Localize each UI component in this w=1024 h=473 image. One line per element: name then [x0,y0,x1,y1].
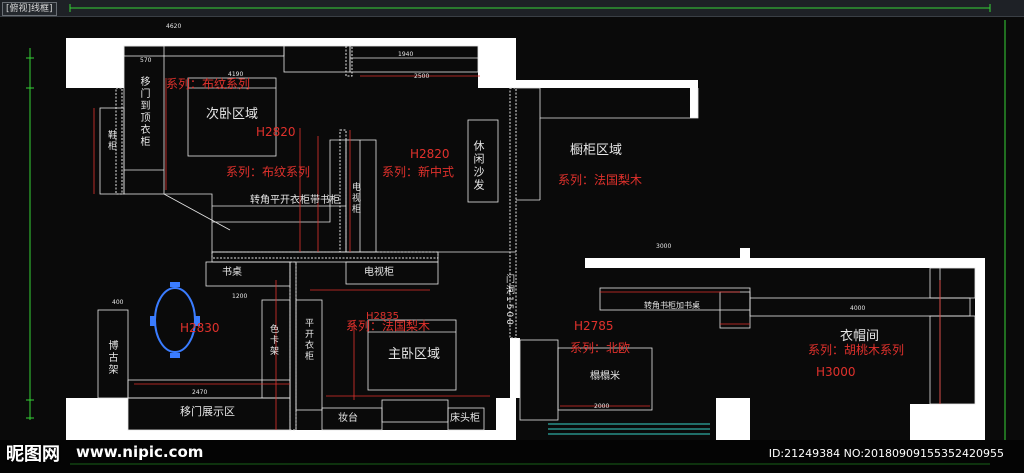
dim-2000: 2000 [594,403,610,410]
dim-2470: 2470 [192,389,208,396]
series-label-2: 系列：布纹系列 [226,165,311,179]
height-label-6: H2835 [366,311,399,322]
watermark-id: ID:21249384 NO:20180909155352420955 [768,447,1004,460]
window-strip [548,423,710,435]
dim-1940: 1940 [398,51,414,58]
series-label-7: 系列：胡桃木系列 [808,343,905,357]
dim-4000: 4000 [850,305,866,312]
series-label-6: 系列：北欧 [570,341,631,355]
height-label-3: H2830 [180,321,220,335]
watermark-brand: 昵图网 [6,444,60,465]
round-table-chairs [150,282,200,358]
flat-wardrobe-label: 平开衣柜 [303,318,313,362]
corner-wardrobe-label: 转角平开衣柜带书柜 [250,195,340,206]
interior-lines [97,45,976,431]
viewport-tab[interactable]: [俯视]线框] [2,2,57,16]
shoe-cabinet-label: 鞋柜 [106,130,116,152]
corner-bookcase-label: 转角书柜加书桌 [644,301,700,310]
curio-shelf-label: 博古架 [106,340,117,376]
lounge-sofa-label: 休闲沙发 [472,140,485,192]
second-bedroom-label: 次卧区域 [206,107,259,122]
dresser-label: 妆台 [338,413,358,424]
series-label-5: 系列：法国梨木 [346,319,431,333]
dim-top-total: 4620 [166,23,182,30]
master-bedroom-label: 主卧区域 [388,347,441,362]
card-holder-label: 色卡架 [268,324,278,357]
dim-4190: 4190 [228,71,244,78]
series-label-1: 系列：布纹系列 [166,77,251,91]
sliding-wardrobe-label: 移门到顶衣柜 [138,76,149,148]
height-label-5: H3000 [816,365,856,379]
hatched-partitions [115,45,517,431]
dim-door-1500: 门洞1500 [504,274,514,327]
bedside-label: 床头柜 [450,413,480,424]
watermark-footer [0,440,1024,473]
dim-400: 400 [112,299,124,306]
dim-1200: 1200 [232,293,248,300]
dim-2500: 2500 [414,73,430,80]
height-label-2: H2820 [410,147,450,161]
tatami-label: 榻榻米 [590,371,620,382]
height-label-1: H2820 [256,125,296,139]
cabinet-area-label: 橱柜区域 [570,143,623,158]
height-label-4: H2785 [574,319,614,333]
dim-3000: 3000 [656,243,672,250]
round-table [154,287,196,353]
series-label-3: 系列：新中式 [382,165,455,179]
cloakroom-label: 衣帽间 [840,329,880,344]
series-label-4: 系列：法国梨木 [558,173,643,187]
watermark-url[interactable]: www.nipic.com [76,443,204,461]
tv-cabinet-vertical-label: 电视柜 [350,182,360,215]
tv-cabinet-horizontal-label: 电视柜 [364,267,394,278]
walls [66,38,985,440]
sliding-display-label: 移门展示区 [180,405,235,418]
dim-570: 570 [140,57,152,64]
desk-label: 书桌 [222,267,242,278]
red-dimension-lines [93,75,941,430]
